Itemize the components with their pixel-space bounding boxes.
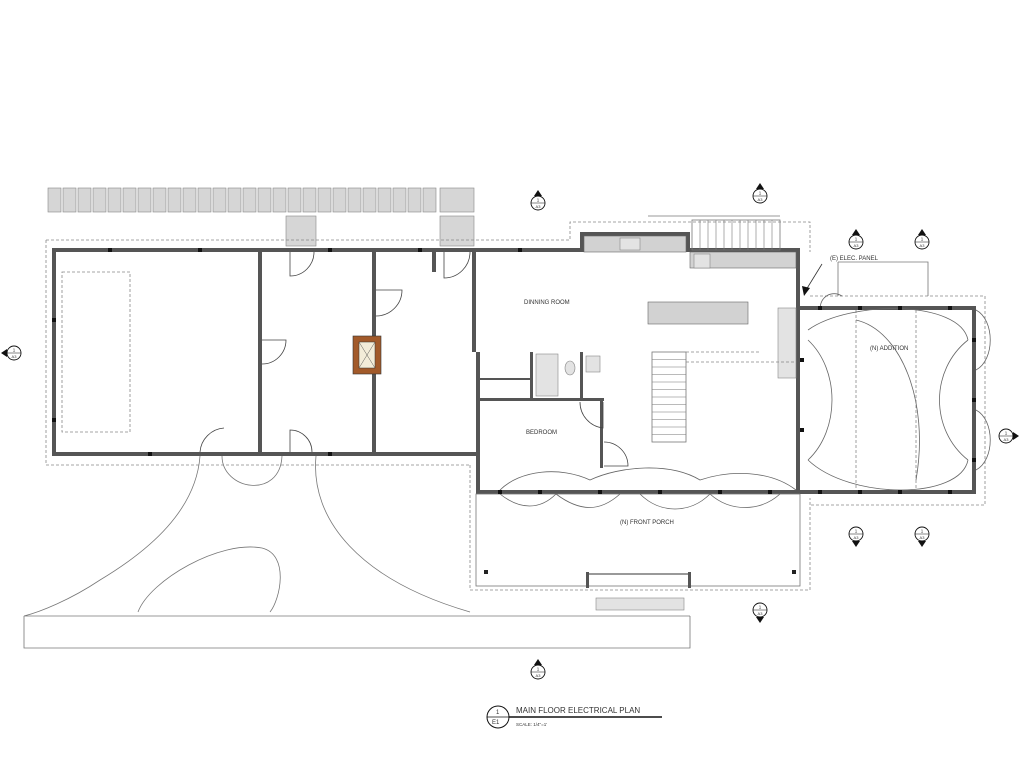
- marker-detail-number: 1: [855, 237, 858, 242]
- title-detail-number: 1: [496, 710, 500, 716]
- stair-dashed-lines: [686, 351, 796, 363]
- marker-sheet-ref: A3: [536, 673, 542, 678]
- marker-detail-number: 1: [13, 348, 16, 353]
- bath-sink: [585, 355, 601, 373]
- section-marker-porch: 1A3: [752, 602, 768, 623]
- shower: [535, 353, 559, 397]
- walkway: [23, 455, 691, 649]
- marker-sheet-ref: A3: [1004, 437, 1010, 442]
- addition-dashed-outline: [810, 295, 986, 506]
- room-label-front-porch: (N) FRONT PORCH: [620, 520, 674, 526]
- section-marker-add-top-1: 1A3: [848, 229, 864, 250]
- front-porch: [475, 493, 801, 611]
- toilet: [564, 360, 576, 376]
- marker-sheet-ref: A3: [536, 204, 542, 209]
- marker-detail-number: 1: [759, 191, 762, 196]
- section-marker-right: 1A3: [998, 428, 1019, 444]
- porch-steps: [595, 597, 685, 611]
- room-label-bedroom: BEDROOM: [526, 430, 557, 436]
- marker-detail-number: 1: [537, 667, 540, 672]
- drawing-title: MAIN FLOOR ELECTRICAL PLAN: [516, 706, 640, 715]
- setback-line: [45, 221, 811, 466]
- panel-note: (E) ELEC. PANEL: [830, 256, 879, 262]
- left-room-dashed-zone: [61, 271, 131, 433]
- marker-sheet-ref: A3: [12, 354, 18, 359]
- panel-leader: [802, 263, 823, 296]
- stair: [651, 351, 687, 443]
- section-marker-add-bot-1: 1A3: [848, 526, 864, 547]
- paver-strip: [47, 187, 475, 247]
- section-marker-top-left: 1A3: [530, 190, 546, 211]
- marker-detail-number: 1: [921, 237, 924, 242]
- marker-detail-number: 1: [921, 529, 924, 534]
- marker-sheet-ref: A3: [920, 243, 926, 248]
- outlet-symbols: [52, 248, 976, 494]
- marker-detail-number: 1: [855, 529, 858, 534]
- counter-peninsula: [777, 307, 797, 379]
- marker-sheet-ref: A3: [854, 535, 860, 540]
- title-sheet-number: E1: [492, 720, 500, 726]
- marker-detail-number: 1: [1005, 431, 1008, 436]
- marker-detail-number: 1: [759, 605, 762, 610]
- rear-steps: [648, 215, 781, 251]
- marker-sheet-ref: A3: [758, 197, 764, 202]
- range: [693, 253, 711, 269]
- section-marker-add-bot-2: 1A3: [914, 526, 930, 547]
- kitchen-counter-right: [689, 251, 797, 269]
- exterior-walls: [52, 232, 800, 494]
- addition: [800, 261, 976, 494]
- section-marker-add-top-2: 1A3: [914, 229, 930, 250]
- kitchen-sink: [619, 237, 641, 251]
- section-marker-bottom: 1A3: [530, 659, 546, 680]
- fireplace: [352, 335, 382, 375]
- room-label-dining: DINNING ROOM: [524, 300, 570, 306]
- porch-dashed-outline: [469, 465, 811, 591]
- kitchen-island: [647, 301, 749, 325]
- section-marker-left: 1A3: [1, 345, 22, 361]
- door-swings: [199, 251, 629, 467]
- marker-detail-number: 1: [537, 198, 540, 203]
- title-block: 1 E1 MAIN FLOOR ELECTRICAL PLAN SCALE: 1…: [486, 705, 662, 729]
- room-label-addition: (N) ADDITION: [870, 346, 908, 352]
- section-marker-top-mid: 1A3: [752, 183, 768, 204]
- drawing-scale: SCALE: 1/4"=1': [516, 722, 547, 727]
- marker-sheet-ref: A3: [920, 535, 926, 540]
- marker-sheet-ref: A3: [854, 243, 860, 248]
- marker-sheet-ref: A3: [758, 611, 764, 616]
- electrical-circuits: [499, 293, 991, 510]
